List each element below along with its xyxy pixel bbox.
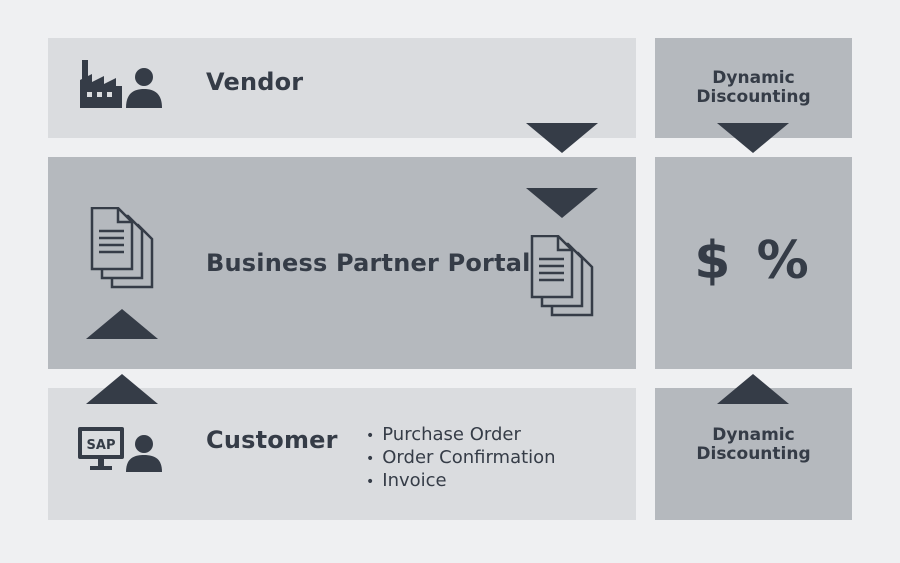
- factory-user-icon: [80, 60, 162, 108]
- discount-symbols-panel: $ %: [655, 157, 852, 369]
- dynamic-discounting-bottom-panel: Dynamic Discounting: [655, 374, 852, 520]
- arrow-down-icon: [526, 123, 598, 153]
- arrow-up-icon: [717, 374, 789, 404]
- dynamic-discounting-top-panel: Dynamic Discounting: [655, 38, 852, 153]
- list-item: Order Confirmation: [366, 447, 555, 470]
- arrow-down-icon: [717, 123, 789, 153]
- portal-panel: Business Partner Portal: [48, 157, 636, 369]
- documents-icon: [530, 235, 594, 317]
- vendor-title: Vendor: [206, 68, 304, 96]
- arrow-up-icon: [86, 374, 158, 404]
- dollar-percent-symbols: $ %: [694, 231, 813, 291]
- list-item: Purchase Order: [366, 424, 556, 447]
- documents-icon: [90, 207, 154, 289]
- customer-documents-list: Purchase Order Order Confirmation Invoic…: [366, 424, 556, 493]
- list-item: Invoice: [366, 470, 556, 493]
- sap-label: SAP: [87, 438, 116, 453]
- portal-title: Business Partner Portal: [206, 249, 531, 277]
- customer-title: Customer: [206, 426, 338, 454]
- vendor-panel: Vendor: [48, 38, 636, 153]
- arrow-up-icon: [86, 309, 158, 339]
- arrow-down-icon: [526, 188, 598, 218]
- sap-monitor-user-icon: SAP: [78, 427, 162, 472]
- customer-panel: SAP Customer Purchase Order Order Confir…: [48, 374, 636, 520]
- dynamic-discounting-label: Dynamic Discounting: [696, 68, 811, 107]
- dynamic-discounting-label: Dynamic Discounting: [696, 425, 811, 464]
